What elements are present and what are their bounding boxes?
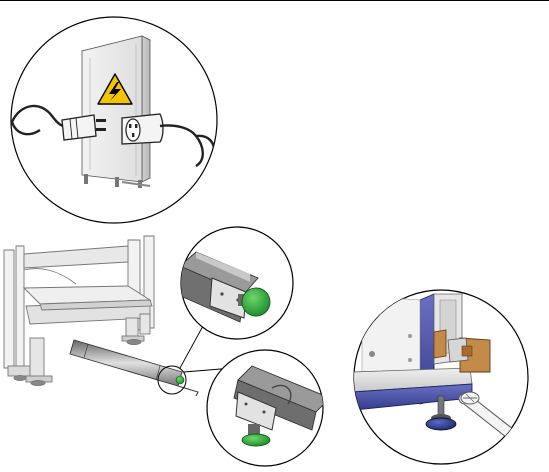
power-plug bbox=[11, 104, 106, 141]
panel-lower-leveling-foot bbox=[353, 289, 529, 465]
detail-release-knob-top bbox=[180, 226, 294, 340]
green-release-knob-small bbox=[175, 375, 185, 385]
green-release-knob bbox=[241, 287, 271, 317]
rack-frame bbox=[3, 235, 155, 386]
server-cabinet bbox=[80, 35, 152, 188]
anti-tilt-bar bbox=[69, 339, 199, 397]
electrical-hazard-icon bbox=[97, 73, 133, 105]
brass-bracket bbox=[433, 329, 491, 373]
panel-rack-base bbox=[3, 235, 234, 397]
power-socket bbox=[121, 113, 216, 168]
top-rule bbox=[0, 0, 549, 1]
detail-release-knob-bottom bbox=[206, 349, 324, 467]
green-release-knob-lower bbox=[241, 433, 271, 447]
leveling-foot bbox=[425, 395, 457, 431]
detail-callout-ring bbox=[157, 365, 187, 395]
panel-unplug-power-cord bbox=[10, 16, 218, 224]
